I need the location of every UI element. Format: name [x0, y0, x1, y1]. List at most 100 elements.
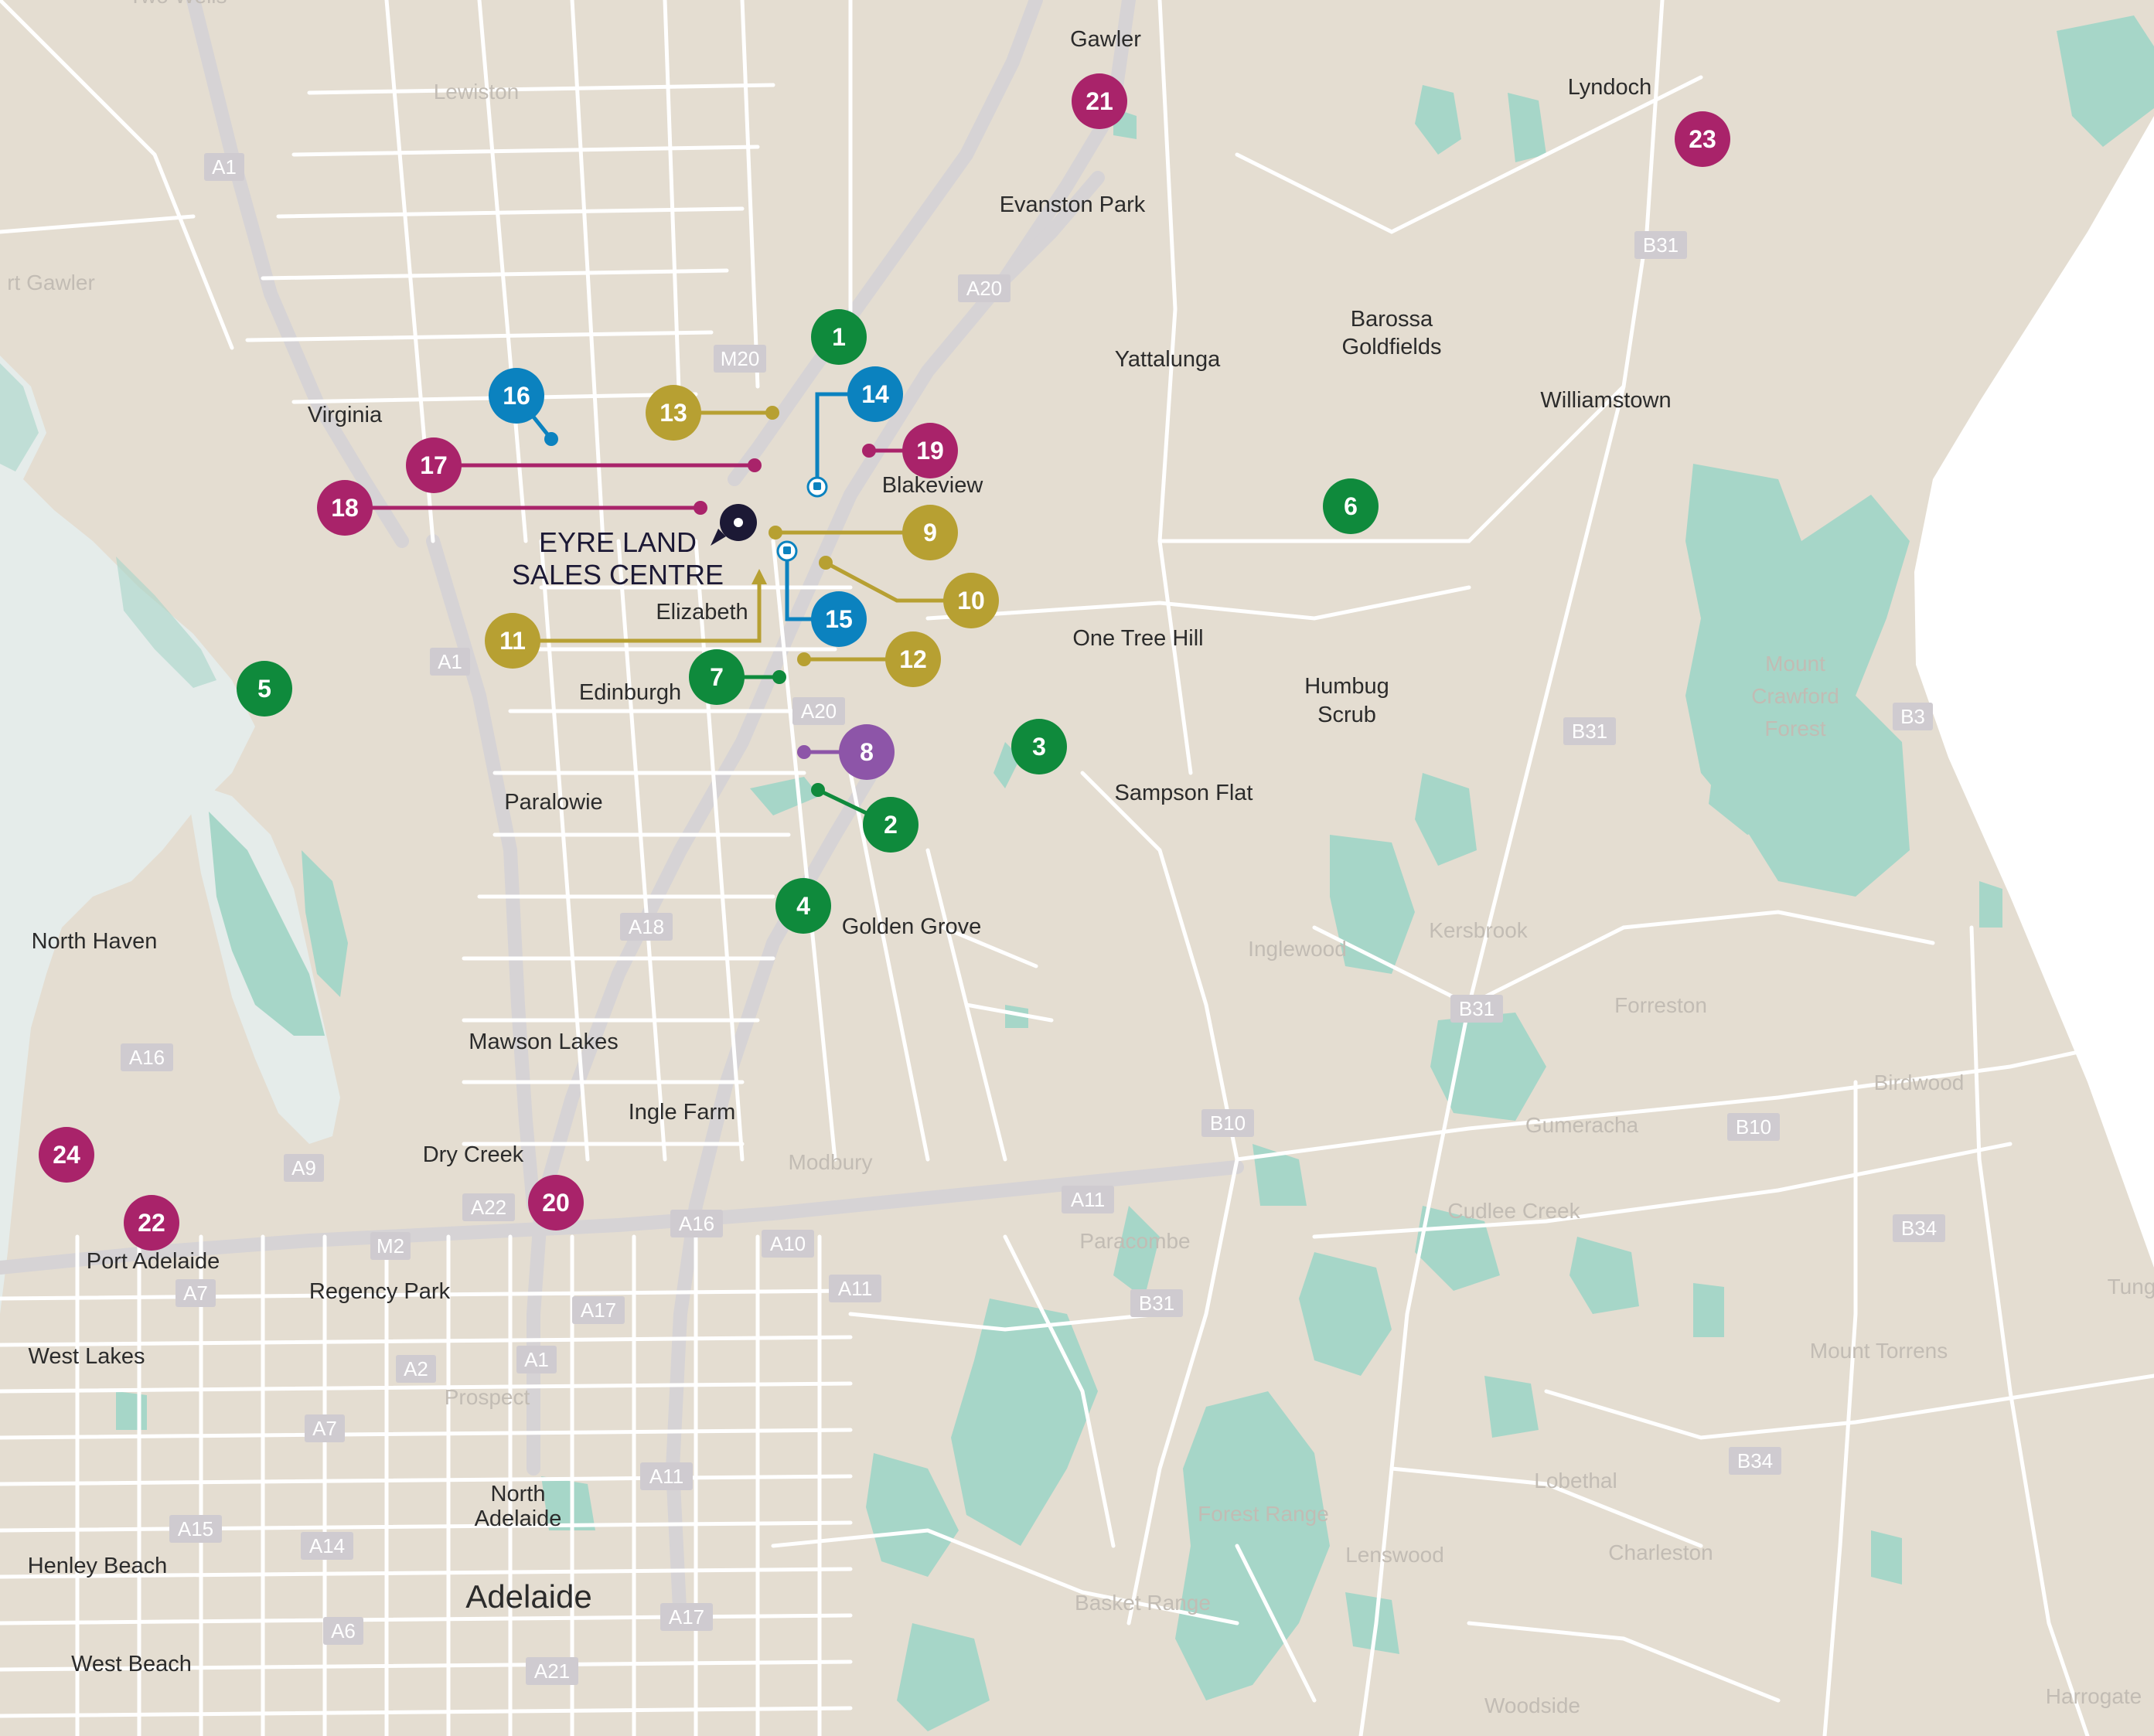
leader-end-dot	[772, 670, 786, 684]
location-marker-12[interactable]: 12	[885, 631, 941, 687]
location-marker-badge[interactable]	[237, 661, 292, 717]
road-shield: A9	[284, 1154, 324, 1182]
faint-label: Kersbrook	[1429, 918, 1529, 942]
road-shield-label: A20	[966, 277, 1002, 300]
location-marker-badge[interactable]	[902, 505, 958, 560]
location-marker-17[interactable]: 17	[406, 437, 462, 493]
location-marker-badge[interactable]	[847, 366, 903, 422]
location-marker-13[interactable]: 13	[646, 385, 701, 441]
faint-label: Tungk	[2108, 1275, 2154, 1299]
location-marker-badge[interactable]	[885, 631, 941, 687]
road-shield: A1	[516, 1346, 557, 1373]
location-marker-10[interactable]: 10	[943, 573, 999, 628]
location-marker-2[interactable]: 2	[863, 797, 919, 853]
location-marker-16[interactable]: 16	[489, 368, 544, 424]
town-label: Goldfields	[1342, 335, 1442, 359]
road-shield-badge	[121, 1043, 173, 1071]
location-marker-badge[interactable]	[811, 309, 867, 365]
location-marker-badge[interactable]	[1072, 73, 1127, 129]
town-label: Barossa	[1351, 307, 1433, 332]
location-marker-badge[interactable]	[811, 591, 867, 647]
road-shield: A11	[829, 1275, 881, 1302]
location-marker-badge[interactable]	[1323, 478, 1379, 534]
location-marker-badge[interactable]	[317, 480, 373, 536]
location-marker-badge[interactable]	[485, 613, 540, 669]
location-marker-18[interactable]: 18	[317, 480, 373, 536]
location-marker-number: 23	[1689, 125, 1716, 153]
road-shield-label: B31	[1643, 233, 1679, 257]
road-shield: A21	[526, 1657, 578, 1685]
road-shield: A17	[572, 1296, 625, 1324]
location-marker-badge[interactable]	[689, 649, 745, 705]
location-marker-badge[interactable]	[406, 437, 462, 493]
location-marker-15[interactable]: 15	[811, 591, 867, 647]
location-marker-number: 15	[825, 605, 853, 633]
sales-centre[interactable]: EYRE LAND SALES CENTRE	[512, 504, 757, 591]
road-shield-label: A1	[524, 1348, 549, 1371]
location-marker-7[interactable]: 7	[689, 649, 745, 705]
location-marker-badge[interactable]	[902, 423, 958, 478]
road-shield: B34	[1893, 1214, 1945, 1242]
location-marker-19[interactable]: 19	[902, 423, 958, 478]
road-shield: A17	[660, 1603, 713, 1631]
location-marker-24[interactable]: 24	[39, 1127, 94, 1183]
location-marker-badge[interactable]	[775, 878, 831, 934]
town-label: Sampson Flat	[1115, 781, 1253, 805]
road-shield-label: A17	[581, 1299, 616, 1322]
road-shield: A7	[305, 1414, 345, 1442]
location-marker-badge[interactable]	[646, 385, 701, 441]
location-marker-3[interactable]: 3	[1011, 719, 1067, 774]
road-shield-label: A14	[309, 1534, 345, 1557]
location-marker-4[interactable]: 4	[775, 878, 831, 934]
road-shield-badge	[1062, 1186, 1114, 1213]
location-marker-number: 16	[503, 382, 530, 410]
road-shield: M2	[370, 1232, 411, 1260]
faint-label: Gumeracha	[1525, 1113, 1639, 1137]
faint-label: Charleston	[1608, 1540, 1713, 1564]
location-marker-8[interactable]: 8	[839, 724, 895, 780]
road-shield-label: A10	[770, 1232, 806, 1255]
town-label: Humbug	[1304, 674, 1389, 699]
town-label: Elizabeth	[656, 600, 748, 625]
location-marker-6[interactable]: 6	[1323, 478, 1379, 534]
location-marker-20[interactable]: 20	[528, 1175, 584, 1231]
location-marker-badge[interactable]	[124, 1195, 179, 1251]
road-shield-label: M20	[721, 347, 760, 370]
town-label: Mawson Lakes	[469, 1030, 618, 1054]
location-marker-badge[interactable]	[489, 368, 544, 424]
location-marker-1[interactable]: 1	[811, 309, 867, 365]
location-marker-badge[interactable]	[943, 573, 999, 628]
location-marker-badge[interactable]	[863, 797, 919, 853]
location-marker-badge[interactable]	[839, 724, 895, 780]
location-marker-5[interactable]: 5	[237, 661, 292, 717]
location-marker-badge[interactable]	[39, 1127, 94, 1183]
location-marker-23[interactable]: 23	[1675, 111, 1730, 167]
location-marker-11[interactable]: 11	[485, 613, 540, 669]
location-marker-9[interactable]: 9	[902, 505, 958, 560]
location-marker-number: 8	[860, 738, 874, 766]
road-shield-label: A11	[838, 1277, 872, 1300]
location-marker-badge[interactable]	[528, 1175, 584, 1231]
location-marker-21[interactable]: 21	[1072, 73, 1127, 129]
road-shield-badge	[284, 1154, 324, 1182]
location-marker-14[interactable]: 14	[847, 366, 903, 422]
faint-label: Forreston	[1614, 993, 1707, 1017]
road-shield: B10	[1201, 1109, 1254, 1137]
faint-label: Lobethal	[1534, 1469, 1617, 1493]
road-shield-badge	[176, 1279, 216, 1307]
town-label: Scrub	[1317, 703, 1376, 727]
road-shield-badge	[670, 1210, 723, 1237]
faint-label: Crawford	[1751, 684, 1839, 708]
road-shield-badge	[370, 1232, 411, 1260]
location-marker-22[interactable]: 22	[124, 1195, 179, 1251]
location-marker-badge[interactable]	[1675, 111, 1730, 167]
road-shield-badge	[516, 1346, 557, 1373]
road-shield: B31	[1450, 995, 1503, 1023]
faint-label: Birdwood	[1874, 1071, 1965, 1094]
location-marker-badge[interactable]	[1011, 719, 1067, 774]
road-shield-label: A15	[178, 1517, 213, 1540]
road-shield-badge	[462, 1193, 515, 1221]
faint-label: Harrogate	[2046, 1684, 2142, 1708]
